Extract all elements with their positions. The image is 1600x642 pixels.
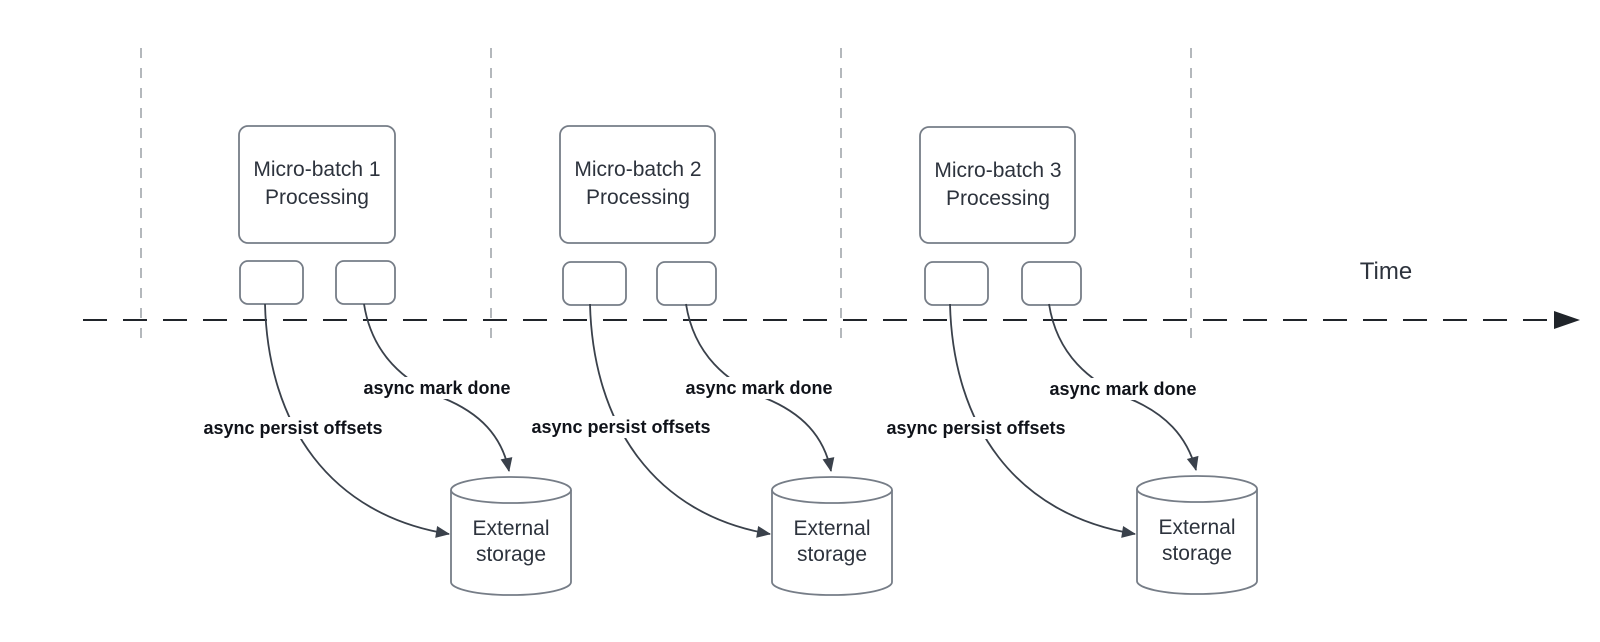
mark-done-label-1: async mark done	[358, 377, 516, 399]
external-storage-cylinder-1	[450, 476, 572, 596]
persist-offsets-label-2: async persist offsets	[526, 416, 716, 438]
microbatch-2-offset-chip	[562, 261, 627, 306]
mark-done-label-3: async mark done	[1044, 378, 1202, 400]
microbatch-2-done-chip	[656, 261, 717, 306]
external-storage-label-3: External storage	[1158, 516, 1236, 565]
persist-offsets-arrow-2	[589, 303, 771, 538]
persist-offsets-label-1: async persist offsets	[198, 417, 388, 439]
external-storage-label-1: External storage	[472, 517, 550, 566]
microbatch-1-offset-chip	[239, 260, 304, 305]
microbatch-1-title: Micro-batch 1 Processing	[253, 158, 381, 209]
time-axis-arrowhead	[1554, 311, 1580, 329]
microbatch-2-title: Micro-batch 2 Processing	[574, 158, 702, 209]
microbatch-2-box	[559, 125, 716, 244]
persist-offsets-arrow-3	[949, 303, 1136, 538]
persist-offsets-arrow-1	[264, 303, 450, 538]
external-storage-label-2: External storage	[793, 517, 871, 566]
time-axis-label: Time	[1359, 258, 1413, 285]
microbatch-1-box	[238, 125, 396, 244]
microbatch-1-done-chip	[335, 260, 396, 305]
microbatch-3-done-chip	[1021, 261, 1082, 306]
microbatch-3-offset-chip	[924, 261, 989, 306]
microbatch-3-box	[919, 126, 1076, 244]
persist-offsets-label-3: async persist offsets	[881, 417, 1071, 439]
microbatch-3-title: Micro-batch 3 Processing	[934, 159, 1062, 210]
external-storage-cylinder-3	[1136, 475, 1258, 595]
mark-done-label-2: async mark done	[680, 377, 838, 399]
external-storage-cylinder-2	[771, 476, 893, 596]
